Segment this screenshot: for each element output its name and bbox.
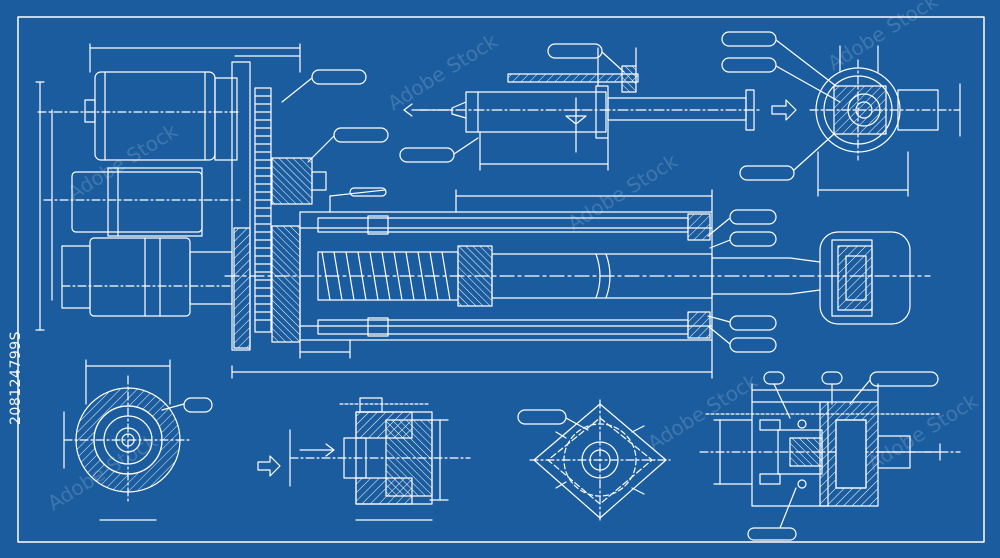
callout-bubble: [547, 43, 603, 59]
syringe-view: [403, 47, 797, 171]
actuator-cylinder: [224, 189, 931, 379]
callout-bubble: [821, 371, 843, 385]
callout-bubble: [399, 147, 455, 163]
callout-bubble: [747, 527, 797, 541]
callout-bubble: [349, 187, 387, 197]
callout-bubble: [729, 315, 777, 331]
flange-front-view: [63, 359, 193, 521]
callout-labels: [161, 31, 939, 541]
drawing-frame: [17, 16, 985, 543]
callout-bubble: [183, 397, 213, 413]
callout-bubble: [721, 57, 777, 73]
callout-bubble: [517, 409, 567, 425]
diamond-flange-view: [529, 399, 671, 521]
motor-assembly: [35, 43, 327, 351]
stock-id-label: 208124799S: [8, 330, 24, 425]
callout-bubble: [729, 337, 777, 353]
callout-bubble: [739, 165, 795, 181]
callout-bubble: [729, 209, 777, 225]
callout-bubble: [729, 231, 777, 247]
coupling-section: [699, 383, 961, 507]
callout-bubble: [311, 69, 367, 85]
callout-bubble: [869, 371, 939, 387]
bushing-section: [257, 397, 471, 521]
bearing-front-view: [809, 45, 961, 197]
callout-bubble: [333, 127, 389, 143]
callout-bubble: [763, 371, 785, 385]
callout-bubble: [721, 31, 777, 47]
